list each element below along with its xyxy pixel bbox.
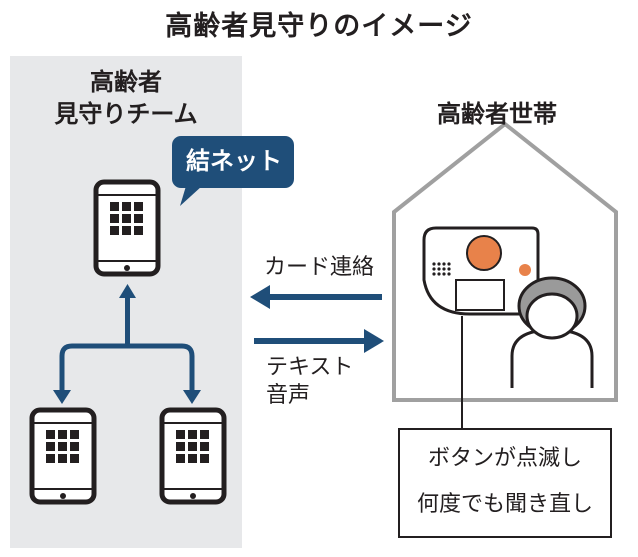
team-label: 高齢者 見守りチーム bbox=[10, 66, 242, 130]
arrow-right-text-voice bbox=[254, 329, 384, 353]
elderly-person-icon bbox=[510, 276, 594, 388]
team-label-line1: 高齢者 bbox=[90, 68, 162, 96]
indicator-light-icon bbox=[519, 264, 531, 276]
team-label-line2: 見守りチーム bbox=[54, 100, 198, 128]
phone-icon-bottom-right bbox=[159, 407, 227, 505]
household-label: 高齢者世帯 bbox=[437, 100, 557, 128]
phone-icon-top bbox=[93, 179, 161, 277]
diagram-title: 高齢者見守りのイメージ bbox=[165, 11, 473, 42]
text-label-line1: テキスト bbox=[266, 355, 354, 380]
big-button-icon bbox=[466, 235, 502, 271]
speaker-grille-icon bbox=[432, 262, 451, 276]
team-connection-arrows bbox=[53, 284, 201, 404]
callout-line2: 何度でも聞き直し bbox=[416, 492, 593, 517]
text-voice-label: テキスト 音声 bbox=[266, 354, 353, 410]
display-screen bbox=[455, 279, 505, 311]
phone-icon-bottom-left bbox=[29, 407, 97, 505]
card-contact-label: カード連絡 bbox=[264, 255, 375, 280]
callout-line1: ボタンが点滅し bbox=[427, 446, 582, 471]
bubble-label: 結ネット bbox=[186, 147, 282, 175]
intercom-device bbox=[422, 226, 540, 316]
callout-text: ボタンが点滅し 何度でも聞き直し bbox=[398, 436, 612, 528]
arrow-left-card-contact bbox=[250, 285, 382, 309]
callout-box bbox=[398, 428, 612, 538]
speech-bubble bbox=[172, 136, 294, 206]
text-label-line2: 音声 bbox=[266, 383, 311, 408]
